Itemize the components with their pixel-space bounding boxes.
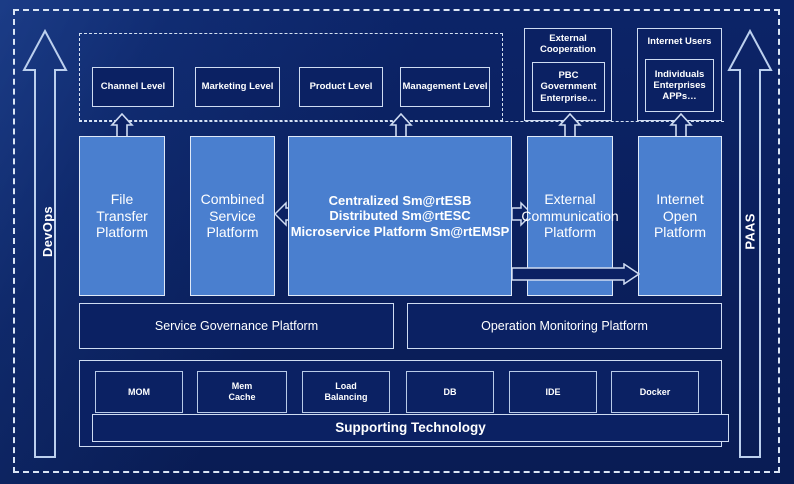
tech-item-ide-line1: IDE bbox=[545, 386, 561, 397]
channel-level-label: Channel Level bbox=[100, 81, 166, 93]
internet-users-member-2: Enterprises bbox=[653, 79, 706, 91]
external-communication-line3: Platform bbox=[543, 224, 597, 241]
central-esb-line1: Centralized Sm@rtESB bbox=[328, 193, 472, 208]
connector-arrow-up-file-transfer bbox=[110, 112, 134, 138]
supporting-technology-label: Supporting Technology bbox=[335, 420, 486, 436]
external-cooperation-title-line1: External bbox=[549, 33, 587, 44]
internet-open-line2: Open bbox=[662, 207, 698, 224]
tech-item-load-balancing-line1: Load bbox=[335, 381, 357, 392]
product-level-label: Product Level bbox=[309, 81, 373, 93]
internet-open-line1: Internet bbox=[656, 191, 704, 208]
external-cooperation-member-1: PBC Government bbox=[540, 70, 597, 93]
operation-monitoring-platform-box[interactable]: Operation Monitoring Platform bbox=[407, 303, 722, 349]
internet-users-member-3: APPs… bbox=[662, 91, 697, 103]
file-transfer-platform-line1: File bbox=[110, 191, 134, 208]
external-cooperation-title-line2: Cooperation bbox=[540, 44, 596, 56]
file-transfer-platform-box[interactable]: File Transfer Platform bbox=[79, 136, 165, 296]
paas-label: PAAS bbox=[727, 213, 773, 249]
tech-item-mem-cache-line1: Mem bbox=[231, 381, 253, 392]
management-level-label: Management Level bbox=[402, 81, 488, 93]
service-governance-platform-box[interactable]: Service Governance Platform bbox=[79, 303, 394, 349]
file-transfer-platform-line3: Platform bbox=[95, 224, 149, 241]
internet-users-title: Internet Users bbox=[637, 36, 722, 47]
devops-arrow: DevOps bbox=[22, 28, 68, 460]
paas-arrow: PAAS bbox=[727, 28, 773, 460]
consumer-levels-container bbox=[79, 33, 503, 121]
tech-item-docker-line1: Docker bbox=[639, 386, 671, 397]
external-cooperation-members-box[interactable]: PBC Government Enterprise… bbox=[532, 62, 605, 112]
tech-item-db-line1: DB bbox=[443, 386, 457, 397]
internet-users-members-box[interactable]: Individuals Enterprises APPs… bbox=[645, 59, 714, 112]
tech-item-ide[interactable]: IDE bbox=[509, 371, 597, 413]
connector-arrow-up-internet-open bbox=[669, 112, 693, 138]
operation-monitoring-label: Operation Monitoring Platform bbox=[481, 318, 648, 333]
marketing-level-label: Marketing Level bbox=[201, 81, 274, 93]
combined-service-platform-line2: Service bbox=[209, 207, 256, 224]
external-cooperation-title: External Cooperation bbox=[524, 33, 612, 56]
outer-dashed-frame bbox=[13, 9, 780, 473]
devops-label: DevOps bbox=[22, 206, 68, 257]
tech-item-mom[interactable]: MOM bbox=[95, 371, 183, 413]
marketing-level-box[interactable]: Marketing Level bbox=[195, 67, 280, 107]
external-communication-line1: External bbox=[544, 191, 596, 208]
connector-arrow-up-central-platform bbox=[389, 112, 413, 138]
service-governance-label: Service Governance Platform bbox=[154, 318, 319, 333]
tech-item-mem-cache-line2: Cache bbox=[228, 392, 256, 402]
internet-users-member-1: Individuals bbox=[654, 68, 705, 80]
central-esb-line2: Distributed Sm@rtESC bbox=[329, 208, 471, 224]
central-esb-platform-box[interactable]: Centralized Sm@rtESB Distributed Sm@rtES… bbox=[288, 136, 512, 296]
management-level-box[interactable]: Management Level bbox=[400, 67, 490, 107]
internet-users-title-line1: Internet Users bbox=[647, 36, 712, 47]
tech-item-load-balancing[interactable]: Load Balancing bbox=[302, 371, 390, 413]
internet-open-line3: Platform bbox=[653, 224, 707, 241]
combined-service-platform-line1: Combined bbox=[200, 191, 265, 208]
internet-open-platform-box[interactable]: Internet Open Platform bbox=[638, 136, 722, 296]
tech-item-mom-line1: MOM bbox=[128, 386, 150, 397]
external-communication-line2: Communication bbox=[521, 207, 619, 224]
devops-label-text: DevOps bbox=[39, 206, 55, 257]
external-cooperation-member-2: Enterprise… bbox=[540, 92, 597, 104]
combined-service-platform-line3: Platform bbox=[206, 224, 259, 241]
combined-service-platform-box[interactable]: Combined Service Platform bbox=[190, 136, 275, 296]
arrow-right-central-to-external bbox=[511, 201, 534, 227]
supporting-technology-bar[interactable]: Supporting Technology bbox=[92, 414, 729, 442]
channel-level-box[interactable]: Channel Level bbox=[92, 67, 174, 107]
tech-item-load-balancing-line2: Balancing bbox=[324, 392, 368, 402]
central-esb-line3: Microservice Platform Sm@rtEMSP bbox=[290, 223, 510, 239]
paas-label-text: PAAS bbox=[742, 213, 758, 250]
tech-item-docker[interactable]: Docker bbox=[611, 371, 699, 413]
connector-arrow-up-external-communication bbox=[558, 112, 582, 138]
arrow-right-central-to-internet-open bbox=[511, 262, 641, 286]
file-transfer-platform-line2: Transfer bbox=[96, 207, 148, 224]
product-level-box[interactable]: Product Level bbox=[299, 67, 383, 107]
tech-item-db[interactable]: DB bbox=[406, 371, 494, 413]
tech-item-mem-cache[interactable]: Mem Cache bbox=[197, 371, 287, 413]
